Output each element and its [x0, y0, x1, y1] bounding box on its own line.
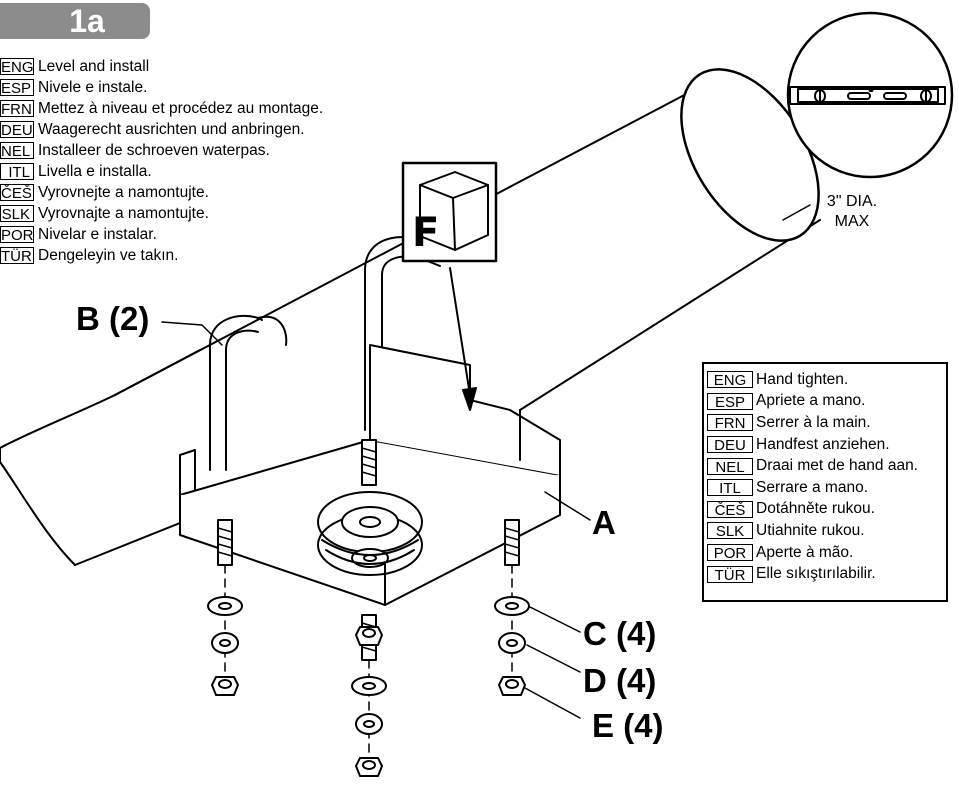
language-code: TÜR: [0, 247, 34, 264]
callout-a: A: [592, 504, 616, 541]
instruction-text: Serrare a mano.: [756, 478, 868, 496]
inset-box-f: [401, 161, 498, 263]
bracket-plate: [179, 344, 561, 606]
level-inset: [786, 11, 954, 179]
instruction-text: Apriete a mano.: [756, 392, 866, 410]
instruction-text: Installeer de schroeven waterpas.: [38, 141, 270, 159]
callout-b: B (2): [76, 300, 150, 337]
language-code: ESP: [0, 79, 34, 96]
language-code: NEL: [0, 142, 34, 159]
hardware-left: [207, 596, 243, 696]
language-code: ČEŠ: [707, 500, 753, 518]
language-code: ITL: [707, 479, 753, 497]
instruction-text: Elle sıkıştırılabilir.: [756, 565, 876, 583]
language-code: ESP: [707, 392, 753, 410]
callout-d: D (4): [583, 662, 657, 699]
callout-f: F: [412, 210, 440, 256]
language-code: ENG: [707, 371, 753, 389]
step-badge: 1a: [0, 3, 150, 39]
pipe-diameter-line1: 3" DIA.: [826, 193, 878, 210]
hardware-center: [351, 626, 387, 777]
hardware-right: [494, 596, 530, 696]
language-code: TÜR: [707, 565, 753, 583]
instruction-text: Serrer à la main.: [756, 413, 871, 431]
instruction-text: Level and install: [38, 57, 150, 75]
language-code: ČEŠ: [0, 184, 34, 201]
u-bolt-back: [209, 314, 288, 471]
language-code: DEU: [707, 436, 753, 454]
language-code: ITL: [0, 163, 34, 180]
pipe-diameter-label: 3" DIA. MAX: [812, 192, 892, 232]
callout-c: C (4): [583, 615, 657, 652]
language-code: DEU: [0, 121, 34, 138]
instruction-text: Dengeleyin ve takın.: [38, 246, 179, 264]
arrow-f: [449, 267, 477, 411]
instruction-text: Handfest anziehen.: [756, 435, 890, 453]
pipe: [0, 68, 821, 566]
language-code: POR: [707, 544, 753, 562]
instruction-text: Nivelar e instalar.: [38, 225, 157, 243]
instruction-text: Mettez à niveau et procédez au montage.: [38, 99, 324, 117]
instruction-text: Utiahnite rukou.: [756, 521, 865, 539]
language-code: NEL: [707, 457, 753, 475]
language-code: FRN: [0, 100, 34, 117]
step-number: 1a: [69, 3, 105, 39]
instruction-text: Aperte à mão.: [756, 543, 854, 561]
leader-lines: [161, 204, 811, 719]
instruction-text: Nivele e instale.: [38, 78, 148, 96]
callout-e: E (4): [592, 707, 664, 744]
language-code: SLK: [707, 522, 753, 540]
instruction-text: Hand tighten.: [756, 370, 849, 388]
instruction-text: Waagerecht ausrichten und anbringen.: [38, 120, 305, 138]
instruction-text: Dotáhněte rukou.: [756, 500, 875, 518]
instruction-text: Draai met de hand aan.: [756, 457, 918, 475]
language-code: SLK: [0, 205, 34, 222]
pipe-diameter-line2: MAX: [834, 213, 870, 230]
instruction-text: Vyrovnajte a namontujte.: [38, 204, 209, 222]
instruction-text: Vyrovnejte a namontujte.: [38, 183, 209, 201]
instruction-text: Livella e installa.: [38, 162, 152, 180]
language-code: FRN: [707, 414, 753, 432]
language-code: POR: [0, 226, 34, 243]
language-code: ENG: [0, 58, 34, 75]
